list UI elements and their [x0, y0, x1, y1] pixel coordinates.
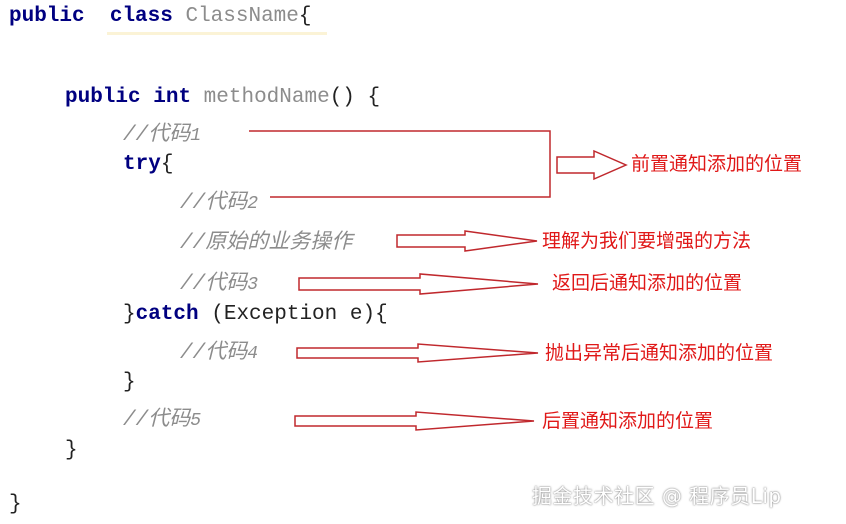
before-block-arrow: [556, 149, 628, 181]
comment-text: 代码: [148, 121, 191, 145]
method-name: methodName: [203, 86, 330, 109]
catch-open-brace: {: [375, 303, 388, 326]
annotation-after-returning: 返回后通知添加的位置: [552, 272, 743, 294]
public-keyword: public: [65, 86, 141, 109]
method-close-brace: }: [65, 439, 78, 462]
try-keyword: try: [123, 153, 161, 176]
method-parens: (): [329, 86, 355, 109]
comment-code-5: //代码5: [123, 406, 201, 433]
comment-prefix: //: [180, 342, 206, 365]
public-keyword: public: [9, 5, 85, 28]
comment-prefix: //: [180, 273, 206, 296]
comment-text: 原始的业务操作: [205, 229, 353, 253]
annotation-target: 理解为我们要增强的方法: [542, 230, 752, 252]
catch-close-brace: }: [123, 371, 136, 394]
int-keyword: int: [153, 86, 192, 109]
try-close-brace: }: [123, 303, 136, 326]
comment-prefix: //: [180, 192, 206, 215]
comment-code-4: //代码4: [180, 339, 258, 366]
comment-text: 代码: [148, 406, 191, 430]
method-declaration-line: public int methodName() {: [65, 86, 380, 110]
comment-prefix: //: [123, 409, 149, 432]
comment-number: 1: [190, 126, 202, 146]
annotation-after-throwing: 抛出异常后通知添加的位置: [545, 342, 774, 364]
after-throwing-arrow: [296, 343, 539, 363]
catch-keyword: catch: [135, 303, 199, 326]
comment-code-1: //代码1: [123, 121, 201, 148]
catch-line: }catch (Exception e){: [123, 303, 388, 327]
try-line: try{: [123, 153, 173, 177]
class-name: ClassName: [185, 5, 299, 28]
method-open-brace: {: [367, 86, 381, 109]
before-bracket: [249, 130, 551, 198]
comment-code-2: //代码2: [180, 189, 258, 216]
annotation-after: 后置通知添加的位置: [542, 410, 714, 432]
comment-prefix: //: [123, 124, 149, 147]
comment-code-3: //代码3: [180, 270, 258, 297]
after-returning-arrow: [298, 273, 539, 295]
class-close-brace: }: [9, 493, 22, 516]
comment-original-business: //原始的业务操作: [180, 229, 352, 256]
comment-text: 代码: [205, 189, 248, 213]
comment-prefix: //: [180, 232, 206, 255]
target-arrow: [396, 230, 538, 252]
comment-number: 5: [190, 411, 202, 431]
comment-text: 代码: [205, 339, 248, 363]
after-arrow: [294, 411, 535, 431]
watermark: 掘金技术社区 @ 程序员Lip: [532, 484, 782, 508]
comment-number: 2: [247, 194, 259, 214]
comment-number: 3: [247, 275, 259, 295]
comment-number: 4: [247, 344, 259, 364]
comment-text: 代码: [205, 270, 248, 294]
class-open-brace: {: [298, 5, 312, 28]
class-declaration-line: public class ClassName{: [9, 5, 312, 29]
class-name-highlight: [107, 32, 327, 35]
class-keyword: class: [109, 5, 173, 28]
try-open-brace: {: [160, 153, 174, 176]
annotation-before: 前置通知添加的位置: [631, 153, 803, 175]
catch-params: (Exception e): [211, 303, 376, 326]
